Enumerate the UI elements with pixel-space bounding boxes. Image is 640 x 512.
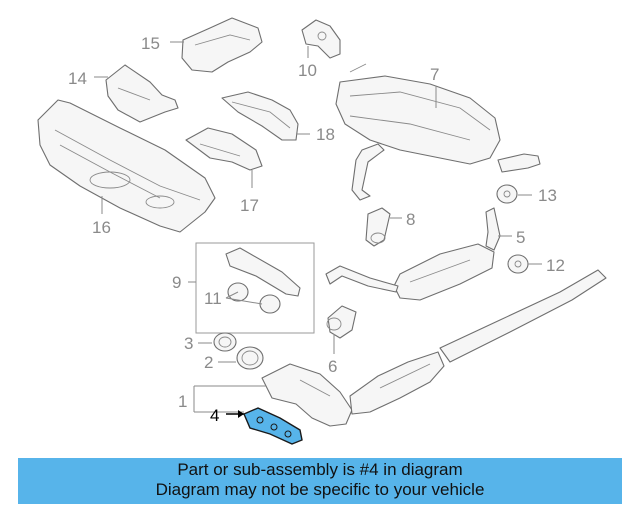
caption-line-1: Part or sub-assembly is #4 in diagram — [177, 460, 463, 479]
part-3-gasket — [213, 332, 237, 352]
part-6-clamp — [326, 305, 357, 339]
exhaust-parts-diagram: 15 14 10 7 18 13 17 16 8 5 12 9 11 3 2 6… — [37, 17, 607, 445]
callout-10: 10 — [298, 61, 317, 80]
part-9-hanger-kit — [195, 242, 315, 334]
part-1-front-pipe-catalytic-converter — [261, 269, 607, 427]
caption-line-2: Diagram may not be specific to your vehi… — [155, 480, 485, 499]
part-10-hanger — [301, 19, 341, 59]
part-8-clamp — [365, 207, 391, 247]
callout-1: 1 — [178, 392, 187, 411]
part-17-heat-shield — [185, 127, 263, 171]
part-15-bracket — [181, 17, 263, 73]
callout-8: 8 — [406, 210, 415, 229]
callout-17: 17 — [240, 196, 259, 215]
part-4-exhaust-manifold-gasket — [243, 407, 303, 445]
caption-banner: Part or sub-assembly is #4 in diagram Di… — [18, 458, 622, 504]
callout-11: 11 — [204, 289, 222, 308]
callout-12: 12 — [546, 256, 565, 275]
callout-3: 3 — [184, 334, 193, 353]
part-16-heat-shield — [37, 99, 216, 233]
callout-13: 13 — [538, 186, 557, 205]
part-14-bracket — [105, 64, 179, 123]
callout-7: 7 — [430, 65, 439, 84]
callout-14: 14 — [68, 69, 87, 88]
callout-6: 6 — [328, 357, 337, 376]
part-13-rubber-mount — [496, 184, 518, 204]
callout-16: 16 — [92, 218, 111, 237]
callout-15: 15 — [141, 34, 160, 53]
part-18-heat-shield — [221, 91, 299, 141]
callout-9: 9 — [172, 273, 181, 292]
part-7-rear-muffler — [335, 63, 541, 201]
part-2-clamp — [236, 346, 264, 370]
part-12-rubber-mount — [507, 254, 529, 274]
callout-2: 2 — [204, 353, 213, 372]
callout-18: 18 — [316, 125, 335, 144]
callout-4: 4 — [210, 406, 219, 425]
callout-5: 5 — [516, 228, 525, 247]
part-5-center-muffler — [325, 207, 501, 301]
